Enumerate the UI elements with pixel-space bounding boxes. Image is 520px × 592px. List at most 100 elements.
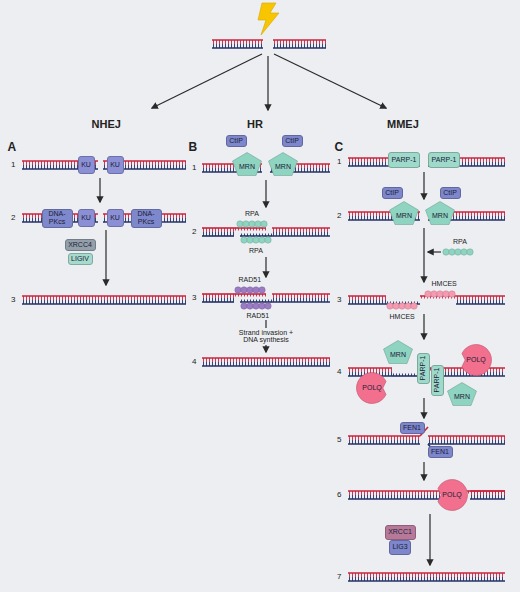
lightning-bolt: [258, 3, 279, 35]
protein-label: POLQ: [362, 384, 381, 392]
step-number: 1: [337, 158, 341, 167]
protein-label: RPA: [249, 247, 263, 255]
protein-label: CtIP: [443, 189, 457, 197]
dna-duplex: [470, 491, 505, 499]
lig3-protein: LIG3: [389, 540, 411, 555]
step-note: Strand invasion + DNA synthesis: [235, 328, 297, 345]
step-arrow: [265, 180, 266, 207]
rad51-beads: [235, 287, 265, 293]
step-arrow: [274, 54, 386, 108]
xrcc1-protein: XRCC1: [385, 525, 416, 540]
panel-letter: A: [8, 141, 17, 154]
protein-label: PARP-1: [419, 356, 427, 381]
step-number: 5: [337, 436, 341, 445]
ctip-protein: CtIP: [440, 187, 461, 199]
dna-layer: [22, 40, 505, 581]
rpa-beads: [241, 237, 271, 243]
step-number: 1: [192, 164, 196, 173]
step-arrow: [99, 178, 100, 202]
dna-pkcs-protein: DNA-PKcs: [131, 209, 162, 228]
dna-single-strand: [240, 300, 272, 303]
protein-label: KU: [110, 161, 120, 169]
arrow-layer: [100, 54, 441, 565]
protein-label: MRN: [432, 212, 448, 220]
step-arrow: [428, 251, 441, 252]
protein-label: RPA: [453, 238, 467, 246]
step-number: 7: [337, 573, 341, 582]
protein-label: HMCES: [432, 280, 457, 288]
protein-label: PARP-1: [433, 368, 441, 393]
step-number: 3: [192, 294, 196, 303]
step-arrow: [423, 462, 424, 480]
ligiv-protein: LIGIV: [68, 253, 93, 265]
protein-label: PARP-1: [432, 156, 457, 164]
dna-duplex: [272, 294, 330, 302]
dna-duplex: [348, 491, 440, 499]
protein-label: MRN: [275, 163, 291, 171]
step-number: 2: [337, 212, 341, 221]
protein-label: RAD51: [247, 312, 270, 320]
step-number: 2: [192, 228, 196, 237]
hmces-beads: [425, 291, 455, 297]
step-arrow: [423, 398, 424, 418]
dna-duplex: [348, 573, 505, 581]
dna-duplex: [348, 212, 420, 220]
dna-single-strand: [234, 294, 266, 297]
protein-label: LIG3: [392, 543, 407, 551]
ctip-protein: CtIP: [282, 135, 303, 147]
step-number: 3: [11, 296, 15, 305]
fen1-nuclease: FEN1: [428, 446, 453, 458]
protein-label: XRCC4: [68, 241, 92, 249]
step-number: 6: [337, 491, 341, 500]
pathway-title: NHEJ: [92, 118, 121, 130]
step-arrow: [152, 54, 262, 108]
dna-single-strand: [234, 228, 266, 231]
mrn-complex: MRN: [268, 152, 298, 176]
protein-label: MRN: [396, 212, 412, 220]
rpa-beads: [237, 221, 267, 227]
mrn-complex: MRN: [447, 382, 477, 406]
step-arrow: [423, 314, 424, 339]
protein-label: FEN1: [431, 448, 449, 456]
step-number: 4: [192, 358, 196, 367]
protein-label: POLQ: [466, 356, 485, 364]
ku-protein: KU: [107, 156, 124, 174]
mrn-complex: MRN: [232, 152, 262, 176]
dna-duplex: [348, 436, 420, 444]
protein-label: POLQ: [442, 491, 461, 499]
parp1-protein: PARP-1: [428, 152, 460, 168]
hmces-beads: [387, 303, 417, 309]
parp1-protein: PARP-1: [417, 353, 430, 384]
protein-label: RAD51: [239, 276, 262, 284]
polq-enzyme: POLQ: [460, 344, 492, 376]
dna-duplex: [212, 40, 263, 48]
protein-label: KU: [81, 161, 91, 169]
protein-label: DNA-PKcs: [45, 210, 69, 225]
ku-protein: KU: [78, 209, 95, 227]
protein-label: KU: [110, 214, 120, 222]
ku-protein: KU: [78, 156, 95, 174]
rpa-beads: [443, 249, 473, 255]
protein-label: MRN: [454, 393, 470, 401]
dna-duplex: [456, 296, 505, 304]
protein-label: LIGIV: [71, 255, 89, 263]
dna-duplex: [22, 296, 186, 304]
ctip-protein: CtIP: [382, 187, 403, 199]
step-number: 1: [11, 161, 15, 170]
panel-letter: C: [335, 141, 344, 154]
mrn-complex: MRN: [389, 201, 419, 225]
parp1-protein: PARP-1: [431, 365, 444, 396]
ctip-protein: CtIP: [226, 135, 247, 147]
protein-label: CtIP: [385, 189, 399, 197]
mrn-complex: MRN: [383, 340, 413, 364]
step-arrow: [429, 514, 430, 565]
dna-duplex: [202, 294, 234, 302]
dna-duplex: [22, 161, 98, 169]
protein-label: PARP-1: [392, 156, 417, 164]
parp1-protein: PARP-1: [388, 152, 420, 168]
step-arrow: [267, 56, 268, 110]
dna-pkcs-protein: DNA-PKcs: [42, 209, 73, 228]
protein-label: CtIP: [229, 137, 243, 145]
protein-label: DNA-PKcs: [134, 210, 158, 225]
